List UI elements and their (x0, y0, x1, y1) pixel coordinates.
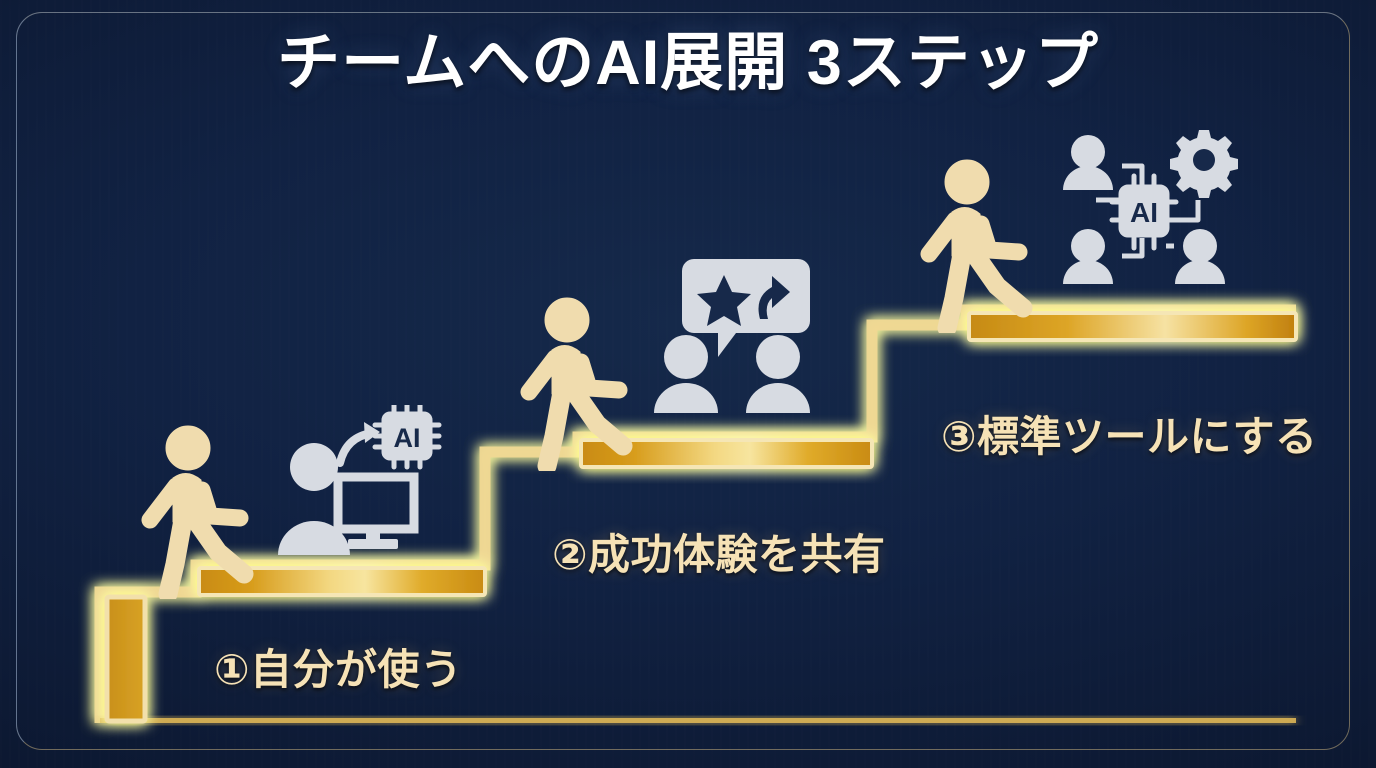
step-1-caption: ①自分が使う (214, 646, 463, 693)
page-title: チームへのAI展開 3ステップ (277, 28, 1099, 98)
two-people-speech-bubble-star-arrow-icon (652, 247, 824, 417)
step-3-caption: ③標準ツールにする (941, 413, 1318, 460)
ai-chip-label-step3: AI (1130, 197, 1158, 228)
walking-person-figure-step2 (519, 296, 644, 471)
step-2-caption: ②成功体験を共有 (552, 531, 886, 578)
ai-chip-label-step1: AI (394, 423, 421, 453)
ai-chip-network-people-gear-icon: AI (1056, 128, 1238, 296)
walking-person-figure-step3 (919, 158, 1044, 333)
person-at-computer-to-ai-chip-icon: AI (264, 405, 449, 560)
walking-person-figure-step1 (140, 424, 265, 599)
